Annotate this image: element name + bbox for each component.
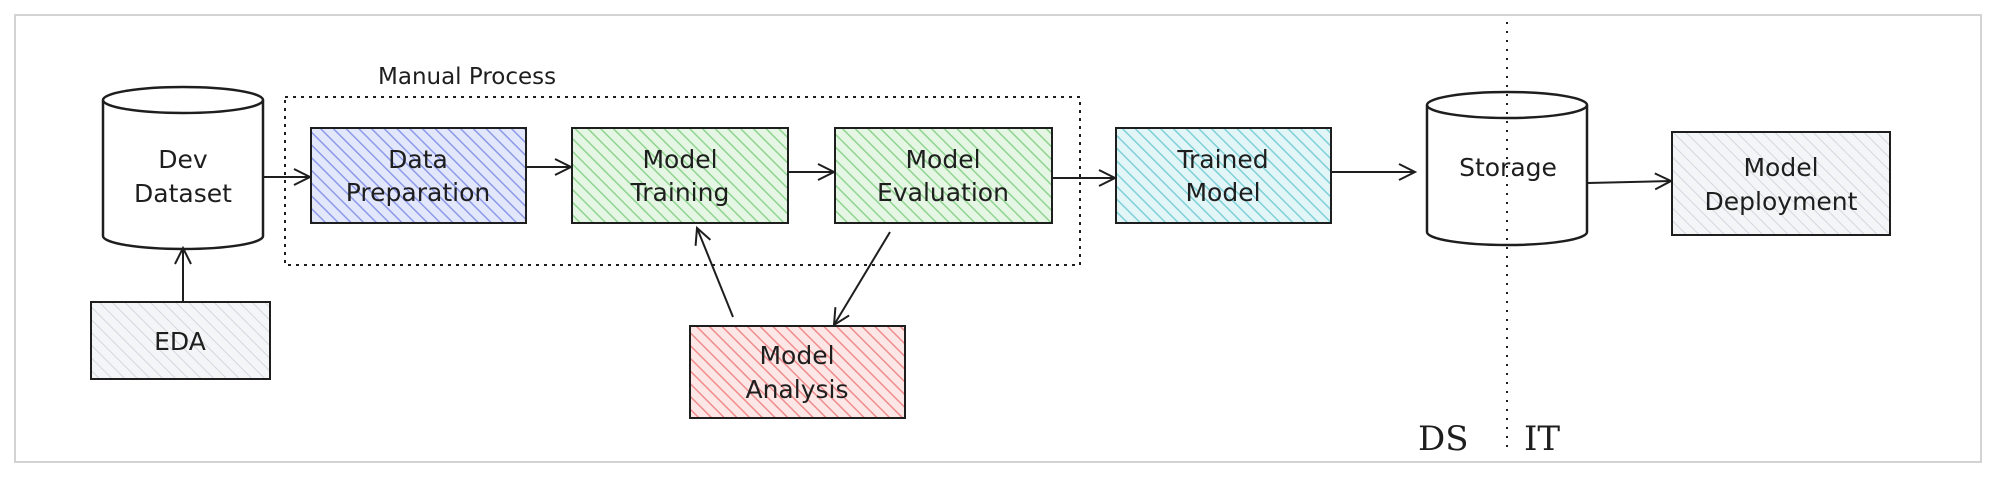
model-analysis-node[interactable]: Model Analysis bbox=[689, 325, 906, 419]
arrow-storage-to-deployment bbox=[1587, 181, 1671, 183]
dev-dataset-label-line2: Dataset bbox=[134, 179, 232, 208]
model-analysis-label-line1: Model bbox=[759, 341, 834, 370]
arrow-analysis-to-training bbox=[697, 228, 734, 318]
model-deployment-label-line1: Model bbox=[1743, 153, 1818, 182]
arrow-evaluation-to-analysis bbox=[834, 231, 891, 325]
eda-label: EDA bbox=[154, 327, 206, 356]
model-evaluation-node[interactable]: Model Evaluation bbox=[834, 127, 1053, 224]
data-preparation-label-line1: Data bbox=[388, 145, 448, 174]
model-training-label-line1: Model bbox=[642, 145, 717, 174]
diagram-frame bbox=[14, 14, 1982, 463]
connector-arrows bbox=[183, 167, 1671, 325]
model-analysis-label-line2: Analysis bbox=[745, 375, 848, 404]
eda-node[interactable]: EDA bbox=[90, 301, 271, 380]
data-preparation-label-line2: Preparation bbox=[346, 178, 490, 207]
dev-dataset-node[interactable]: Dev Dataset bbox=[101, 85, 265, 251]
data-preparation-node[interactable]: Data Preparation bbox=[310, 127, 527, 224]
trained-model-label-line1: Trained bbox=[1176, 145, 1268, 174]
model-training-label-line2: Training bbox=[630, 178, 730, 207]
manual-process-group bbox=[284, 96, 1081, 266]
model-evaluation-label-line1: Model bbox=[905, 145, 980, 174]
trained-model-node[interactable]: Trained Model bbox=[1115, 127, 1332, 224]
model-evaluation-label-line2: Evaluation bbox=[877, 178, 1009, 207]
manual-process-label: Manual Process bbox=[378, 64, 556, 90]
trained-model-label-line2: Model bbox=[1185, 178, 1260, 207]
dev-dataset-label-line1: Dev bbox=[158, 145, 208, 174]
storage-node[interactable]: Storage bbox=[1425, 90, 1589, 247]
it-zone-label: IT bbox=[1524, 419, 1560, 459]
model-training-node[interactable]: Model Training bbox=[571, 127, 789, 224]
model-deployment-node[interactable]: Model Deployment bbox=[1671, 131, 1891, 236]
ds-zone-label: DS bbox=[1418, 419, 1469, 459]
model-deployment-label-line2: Deployment bbox=[1705, 187, 1858, 216]
